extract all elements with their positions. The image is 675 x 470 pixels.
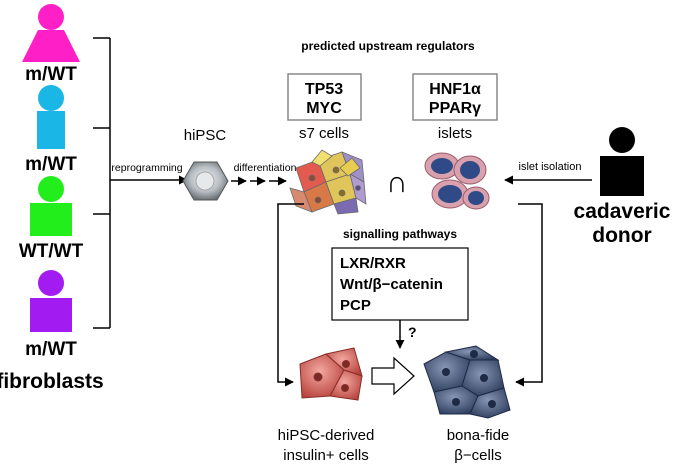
cadaveric-donor-icon: [600, 127, 644, 196]
donor-4: m/WT: [25, 270, 77, 360]
s7-regulators-box: [287, 73, 362, 121]
donor-1-label: m/WT: [25, 64, 77, 85]
signalling-title: signalling pathways: [343, 227, 457, 241]
donor-3-head: [38, 176, 64, 202]
reprogramming-label: reprogramming: [111, 162, 182, 174]
donor-3-body: [30, 203, 72, 236]
islets-cluster: [424, 152, 490, 210]
islets-to-beta-connector: [515, 203, 543, 387]
donor-1: m/WT: [22, 4, 80, 85]
s7-regulator-1: TP53: [305, 81, 343, 98]
question-mark: ?: [408, 324, 417, 340]
donor-4-head: [38, 270, 64, 296]
derived-label-line2: insulin+ cells: [283, 447, 368, 464]
beta-cells-cluster: [423, 345, 511, 419]
donor-1-head: [38, 4, 64, 30]
pathway-3: PCP: [340, 297, 371, 314]
donor-2-head: [38, 85, 64, 111]
pathways-box: [331, 247, 469, 321]
s7-to-derived-connector: [277, 203, 304, 387]
bonafide-label-line1: bona-fide: [447, 427, 510, 444]
donor-4-label: m/WT: [25, 339, 77, 360]
donor-label: donor: [592, 224, 651, 247]
islet-regulator-1: HNF1α: [429, 81, 481, 98]
hollow-arrow: [371, 356, 415, 396]
donor-2: m/WT: [25, 85, 77, 175]
differentiation-label: differentiation: [234, 162, 297, 174]
cadaveric-label: cadaveric: [574, 200, 671, 223]
hipsc-cell-icon: [182, 161, 229, 201]
pathway-2: Wnt/β−catenin: [340, 276, 443, 293]
donor-2-label: m/WT: [25, 154, 77, 175]
donor-2-body: [37, 111, 65, 149]
donor-3-label: WT/WT: [19, 241, 84, 262]
derived-label-line1: hiPSC-derived: [278, 427, 375, 444]
intersection-symbol: ∩: [386, 166, 408, 199]
donor-1-body: [22, 30, 80, 62]
islet-regulator-2: PPARγ: [429, 100, 481, 117]
fibroblasts-label: fibroblasts: [0, 370, 104, 393]
islet-isolation-label: islet isolation: [519, 161, 582, 173]
s7-regulator-2: MYC: [306, 100, 342, 117]
derived-cells-cluster: [299, 347, 363, 401]
donor-4-body: [30, 298, 72, 332]
donor-bracket: [93, 37, 111, 329]
islet-regulators-box: [412, 73, 498, 121]
islets-label: islets: [438, 125, 472, 142]
bonafide-label-line2: β−cells: [454, 447, 501, 464]
donor-3: WT/WT: [19, 176, 84, 262]
hipsc-label: hiPSC: [184, 127, 227, 144]
pathway-1: LXR/RXR: [340, 255, 406, 272]
s7-cell-cluster: [289, 149, 367, 215]
regulators-title: predicted upstream regulators: [301, 39, 475, 53]
s7-cells-label: s7 cells: [299, 125, 349, 142]
